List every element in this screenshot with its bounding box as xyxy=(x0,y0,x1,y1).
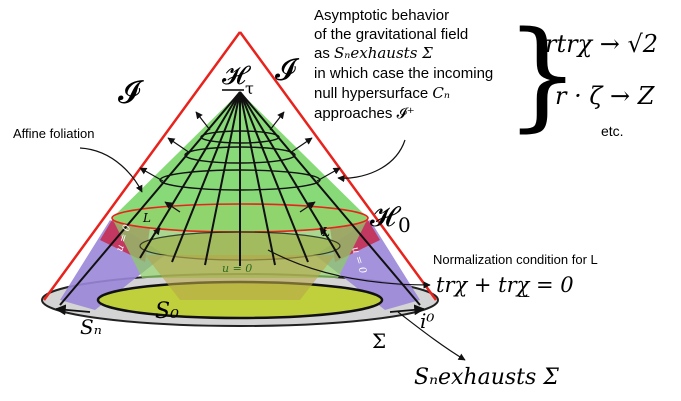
scri-line-right xyxy=(238,31,438,301)
outer-cone-left xyxy=(59,91,241,306)
h-zero-label: 𝓗 0 xyxy=(370,200,411,237)
exhausts-bottom-label: Sₙexhausts Σ xyxy=(414,365,559,390)
affine-pointer-arrow xyxy=(79,147,143,193)
l-right-label: L xyxy=(321,225,330,239)
note-pointer-arrow xyxy=(337,139,406,183)
olive-body xyxy=(145,255,335,300)
cone-generators xyxy=(139,91,341,266)
affine-foliation-label: Affine foliation xyxy=(13,126,94,141)
svg-text:Asymptotic behavior: Asymptotic behavior xyxy=(314,7,449,24)
scri-line-left xyxy=(42,31,242,301)
h-tau-label: 𝓗 τ xyxy=(222,61,254,98)
svg-text:approaches 𝓘⁺: approaches 𝓘⁺ xyxy=(314,104,415,122)
curly-brace: } xyxy=(505,5,580,143)
exhausts-pointer-arrow xyxy=(397,311,466,361)
sn-label: Sₙ xyxy=(80,315,102,339)
svg-text:as Sₙexhausts Σ: as Sₙexhausts Σ xyxy=(314,44,433,62)
equation-rtrchi: rtrχ → √2 xyxy=(545,30,658,58)
scri-right-label: 𝓘 xyxy=(275,53,300,88)
normal-arrows xyxy=(139,111,341,241)
normalization-label: Normalization condition for L xyxy=(433,252,598,267)
asymptotic-note: Asymptotic behavior of the gravitational… xyxy=(314,7,493,122)
svg-text:τ: τ xyxy=(245,79,254,98)
i-zero-label: i⁰ xyxy=(420,309,434,333)
l-left-label: L xyxy=(142,211,151,225)
sn-arrow-right xyxy=(389,304,426,316)
normalization-pointer-arrow xyxy=(267,249,431,289)
sigma-label: Σ xyxy=(372,329,386,353)
svg-text:null hypersurface Cₙ: null hypersurface Cₙ xyxy=(314,84,450,102)
svg-text:0: 0 xyxy=(398,213,411,237)
svg-text:in which case the incoming: in which case the incoming xyxy=(314,65,493,82)
svg-text:of the gravitational field: of the gravitational field xyxy=(314,26,468,43)
scri-left-label: 𝓘 xyxy=(118,73,144,111)
sn-arrow-left xyxy=(54,304,91,316)
outer-cone-right xyxy=(239,91,421,306)
trace-equation: trχ + trχ̲ = 0 xyxy=(436,273,574,297)
s0-label: S₀ xyxy=(155,299,179,324)
etc-label: etc. xyxy=(601,123,624,139)
u-zero-center-label: u = 0 xyxy=(222,262,252,275)
equation-rzeta: r · ζ → Z xyxy=(555,82,656,110)
